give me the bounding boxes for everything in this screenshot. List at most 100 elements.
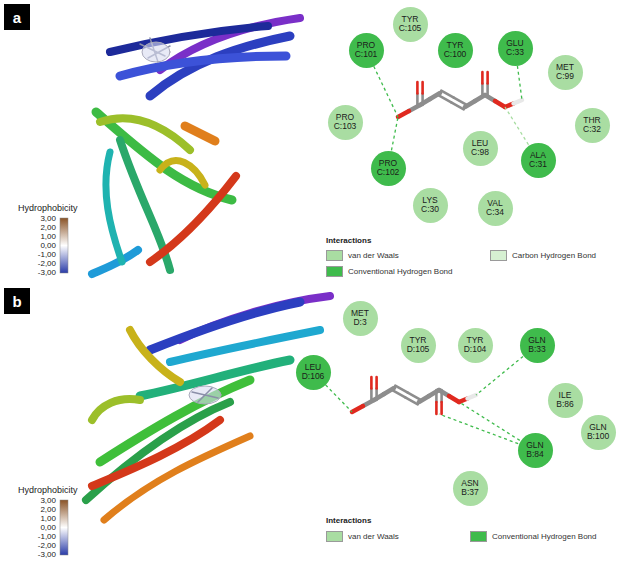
ligand-bond xyxy=(421,82,424,94)
residue-circle: ILE B:86 xyxy=(548,383,583,418)
ligand-bond xyxy=(481,84,484,96)
residue-circle: PRO C:102 xyxy=(371,151,406,186)
scale-tick: -3,00 xyxy=(16,268,56,277)
scale-tick: 0,00 xyxy=(16,523,56,532)
legend-swatch xyxy=(326,531,343,542)
legend-row: van der Waals xyxy=(326,531,399,542)
ligand-bond xyxy=(486,72,489,84)
panel-letter: b xyxy=(12,293,21,310)
residue-label: LEU C:98 xyxy=(467,139,494,157)
scale-tick: -2,00 xyxy=(16,259,56,268)
residue-label: TYR D:104 xyxy=(462,336,489,354)
scale-tick: -1,00 xyxy=(16,532,56,541)
colorbar-title: Hydrophobicity xyxy=(18,485,78,495)
ligand-bond xyxy=(352,406,363,412)
legend-swatch xyxy=(490,250,507,261)
residue-circle: LYS C:30 xyxy=(413,188,448,223)
ligand-bond xyxy=(416,94,419,106)
ligand-bond xyxy=(435,390,438,402)
protein-ribbon xyxy=(86,296,330,520)
ligand-bond xyxy=(435,402,438,414)
residue-circle: MET D:3 xyxy=(343,301,378,336)
ligand-bond xyxy=(486,84,489,96)
residue-label: VAL C:34 xyxy=(482,199,509,217)
scale-tick: 3,00 xyxy=(16,496,56,505)
scale-tick: -1,00 xyxy=(16,250,56,259)
ligand-bond xyxy=(416,82,419,94)
protein-ribbon xyxy=(92,18,300,274)
scale-tick: 1,00 xyxy=(16,232,56,241)
legend-swatch xyxy=(326,266,343,277)
residue-label: LEU D:106 xyxy=(300,363,327,381)
legend-text: van der Waals xyxy=(348,251,399,260)
ligand-bond xyxy=(375,377,378,389)
ligand-bond xyxy=(468,395,477,399)
scale-tick: 1,00 xyxy=(16,514,56,523)
ligand-bond xyxy=(370,389,373,401)
legend-row: Carbon Hydrogen Bond xyxy=(490,250,596,261)
legend-row: van der Waals xyxy=(326,250,399,261)
ligand-bond xyxy=(441,91,454,98)
residue-label: TYR C:105 xyxy=(397,15,424,33)
ligand-bond xyxy=(370,377,373,389)
residue-label: GLN B:84 xyxy=(522,441,549,459)
residue-circle: LEU C:98 xyxy=(463,131,498,166)
ligand-bond xyxy=(454,98,467,105)
residue-label: GLU C:33 xyxy=(502,39,529,57)
legend-title: Interactions xyxy=(326,516,371,525)
scale-tick: 3,00 xyxy=(16,214,56,223)
legend-text: Carbon Hydrogen Bond xyxy=(512,251,596,260)
residue-circle: GLN B:33 xyxy=(520,328,555,363)
legend-row: Conventional Hydrogen Bond xyxy=(470,531,597,542)
residue-label: GLN B:100 xyxy=(585,423,612,441)
residue-circle: LEU D:106 xyxy=(296,355,331,390)
residue-label: ALA C:31 xyxy=(525,151,552,169)
residue-circle: THR C:32 xyxy=(575,108,610,143)
residue-label: MET D:3 xyxy=(347,309,374,327)
residue-circle: PRO C:103 xyxy=(328,105,363,140)
residue-circle: MET C:99 xyxy=(548,55,583,90)
residue-label: LYS C:30 xyxy=(417,196,444,214)
legend-text: Conventional Hydrogen Bond xyxy=(492,532,597,541)
residue-label: PRO C:102 xyxy=(375,159,402,177)
residue-circle: TYR D:104 xyxy=(458,328,493,363)
legend-swatch xyxy=(326,250,343,261)
legend-text: van der Waals xyxy=(348,532,399,541)
ligand-bond xyxy=(481,72,484,84)
scale-tick: -3,00 xyxy=(16,550,56,559)
residue-label: TYR D:105 xyxy=(405,336,432,354)
ligand-bond xyxy=(398,111,409,117)
residue-circle: ASN B:37 xyxy=(453,471,488,506)
legend-text: Conventional Hydrogen Bond xyxy=(348,267,453,276)
residue-label: GLN B:33 xyxy=(524,336,551,354)
residue-label: TYR C:100 xyxy=(442,41,469,59)
ligand-structure xyxy=(313,48,538,450)
legend-row: Conventional Hydrogen Bond xyxy=(326,266,453,277)
residue-label: PRO C:101 xyxy=(353,41,380,59)
residue-label: ASN B:37 xyxy=(457,479,484,497)
residue-circle: PRO C:101 xyxy=(349,33,384,68)
scale-tick: 2,00 xyxy=(16,223,56,232)
residue-circle: TYR D:105 xyxy=(401,328,436,363)
residue-circle: GLN B:100 xyxy=(581,415,616,450)
legend-title: Interactions xyxy=(326,236,371,245)
ligand-bond xyxy=(514,100,523,104)
residue-circle: TYR C:100 xyxy=(438,33,473,68)
color-bar xyxy=(60,500,68,555)
ligand-bond xyxy=(408,393,421,400)
residue-label: THR C:32 xyxy=(579,116,606,134)
ligand-bond xyxy=(440,402,443,414)
panel-tag: a xyxy=(4,4,30,30)
panel-letter: a xyxy=(13,9,21,26)
residue-label: MET C:99 xyxy=(552,63,579,81)
color-bar xyxy=(60,218,68,273)
residue-label: ILE B:86 xyxy=(552,391,579,409)
scale-tick: -2,00 xyxy=(16,541,56,550)
legend-swatch xyxy=(470,531,487,542)
residue-circle: GLU C:33 xyxy=(498,31,533,66)
residue-circle: VAL C:34 xyxy=(478,191,513,226)
residue-circle: GLN B:84 xyxy=(518,433,553,468)
ligand-bond xyxy=(395,386,408,393)
